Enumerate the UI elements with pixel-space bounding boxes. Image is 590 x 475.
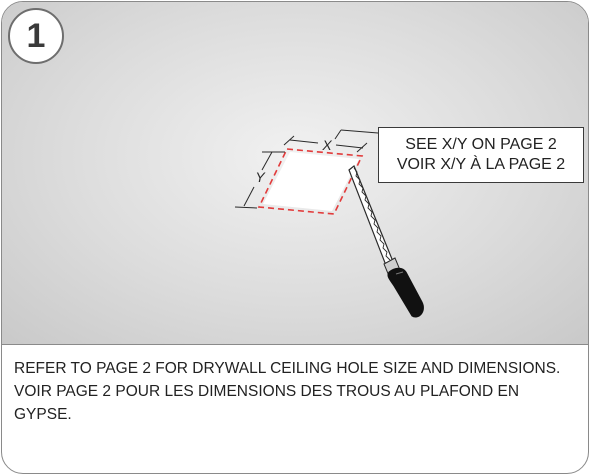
callout-english: SEE X/Y ON PAGE 2 bbox=[405, 136, 557, 153]
y-dimension bbox=[234, 151, 285, 209]
caption-english: REFER TO PAGE 2 FOR DRYWALL CEILING HOLE… bbox=[14, 360, 561, 377]
drywall-cut-drawing: X Y bbox=[234, 129, 424, 318]
callout-french: VOIR X/Y À LA PAGE 2 bbox=[396, 156, 566, 173]
drywall-saw-icon bbox=[348, 165, 424, 318]
callout-leader bbox=[334, 129, 379, 140]
ceiling-hole-outline bbox=[263, 152, 359, 211]
dimension-callout-box: SEE X/Y ON PAGE 2 VOIR X/Y À LA PAGE 2 bbox=[378, 127, 584, 183]
instruction-caption: REFER TO PAGE 2 FOR DRYWALL CEILING HOLE… bbox=[14, 357, 579, 426]
x-dimension bbox=[283, 135, 368, 153]
cut-line bbox=[257, 148, 364, 215]
ceiling-illustration: X Y bbox=[2, 2, 588, 345]
caption-french: VOIR PAGE 2 POUR LES DIMENSIONS DES TROU… bbox=[14, 383, 520, 423]
y-dimension-label: Y bbox=[255, 169, 266, 185]
step-number-badge: 1 bbox=[8, 8, 64, 64]
x-dimension-label: X bbox=[321, 137, 332, 153]
